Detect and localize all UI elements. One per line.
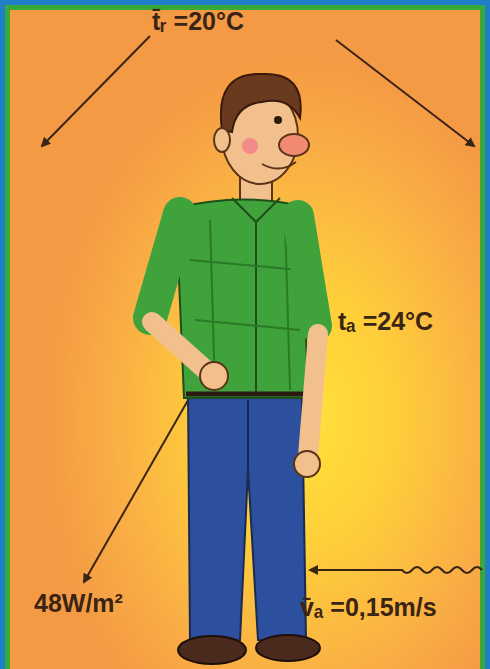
man-figure bbox=[150, 74, 320, 664]
air-velocity-label: v̄ₐ =0,15m/s bbox=[300, 592, 437, 622]
radiant-temperature-label: t̄ᵣ =20°C bbox=[152, 6, 244, 36]
air-velocity-arrow bbox=[310, 567, 482, 573]
air-temperature-label: tₐ =24°C bbox=[338, 306, 433, 336]
radiation-arrow bbox=[42, 36, 150, 146]
radiation-arrow bbox=[336, 40, 474, 146]
heat-flux-label: 48W/m² bbox=[34, 588, 123, 618]
heat-arrow bbox=[84, 388, 195, 582]
